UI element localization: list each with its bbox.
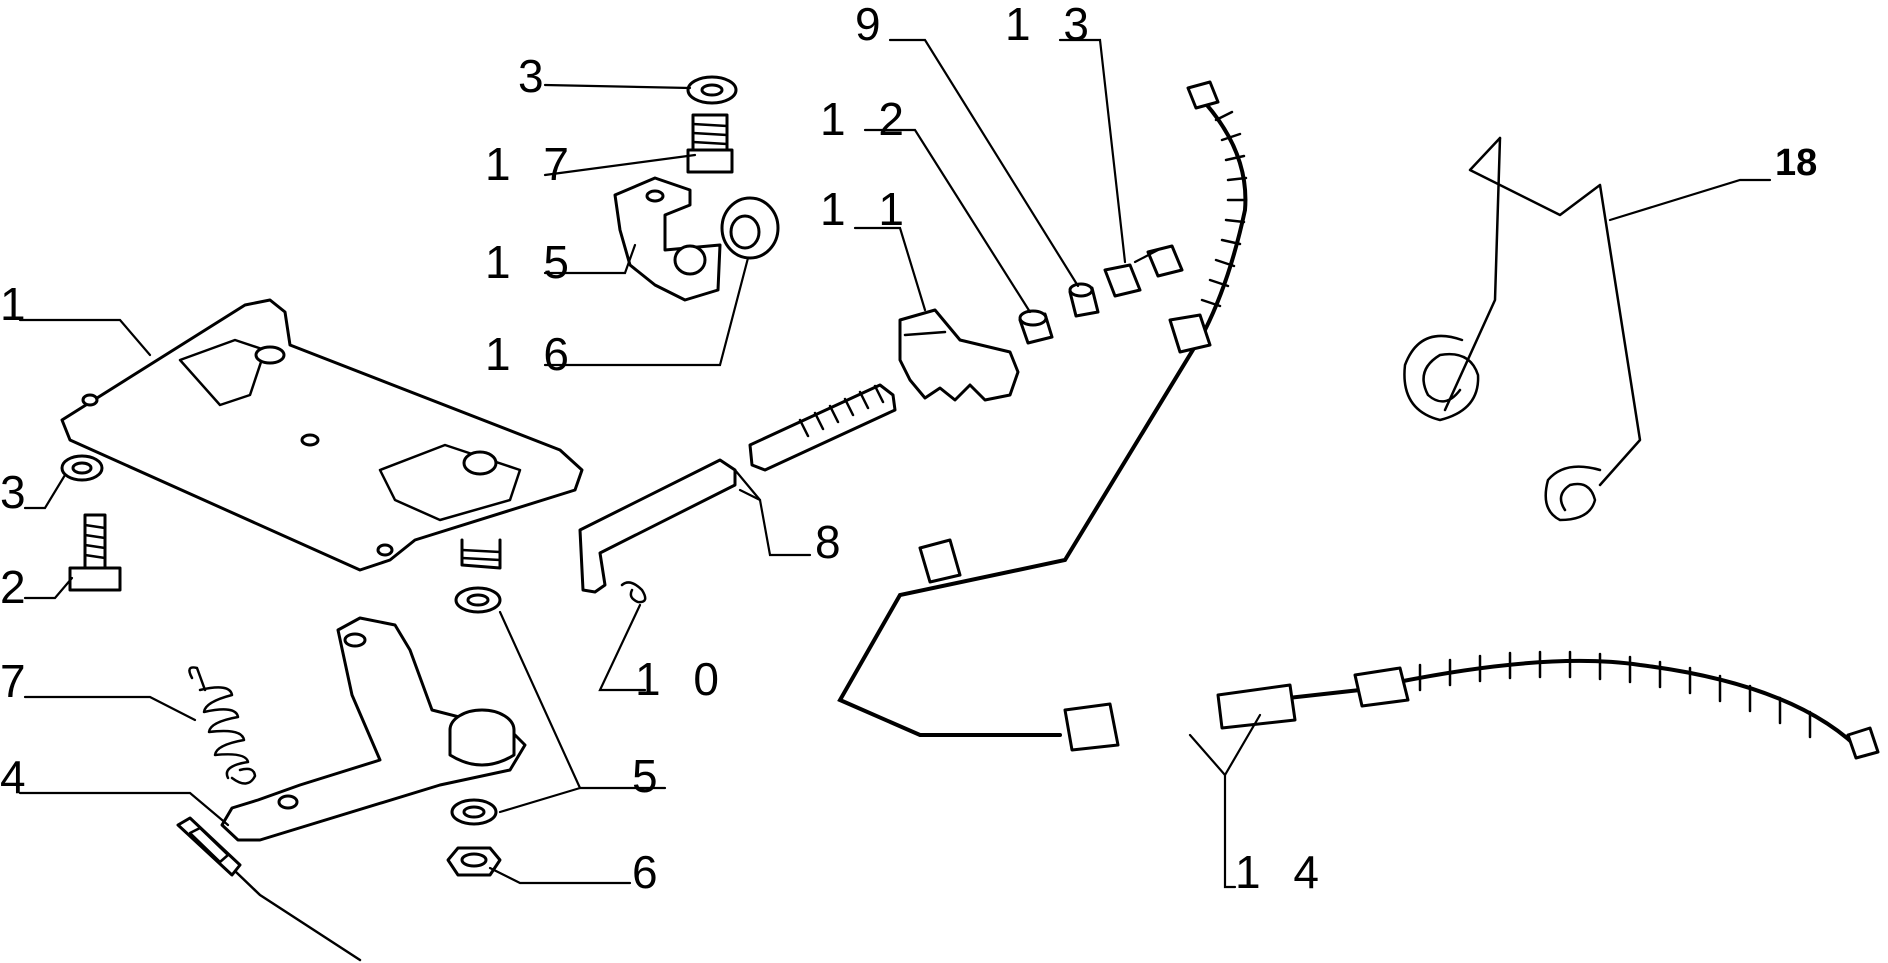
part-4-lever — [220, 616, 527, 842]
callout-18: 18 — [1775, 142, 1817, 184]
part-8-rod-bent — [578, 458, 737, 594]
part-8-rod-threaded — [748, 383, 897, 472]
part-6-nut — [446, 846, 502, 877]
part-17-bolt — [686, 113, 734, 174]
leader-lines — [18, 38, 1772, 889]
part-11-segment — [898, 308, 1020, 402]
part-9-bushing — [1068, 282, 1100, 318]
callout-7: 7 — [0, 655, 36, 707]
callout-10: 1 0 — [635, 653, 729, 705]
callout-17: 1 7 — [485, 138, 579, 190]
part-14-cable-upper — [837, 80, 1248, 752]
cable-end-bottom-left — [176, 816, 362, 962]
part-10-clip — [620, 581, 647, 604]
callout-14: 1 4 — [1235, 846, 1329, 898]
part-3-washer-left — [60, 454, 104, 482]
part-1-mounting-plate — [60, 298, 584, 572]
callout-12: 1 2 — [820, 93, 914, 145]
callout-11: 1 1 — [820, 183, 914, 235]
callout-13: 1 3 — [1005, 0, 1099, 50]
callout-5: 5 — [632, 750, 668, 802]
callout-2: 2 — [0, 561, 36, 613]
callout-15: 1 5 — [485, 236, 579, 288]
part-13-nut — [1103, 244, 1184, 298]
part-3-washer-top — [686, 75, 738, 105]
callout-16: 1 6 — [485, 328, 579, 380]
callouts: 1 3 2 7 4 5 6 8 1 0 3 1 7 1 5 1 6 1 1 1 … — [0, 0, 1817, 898]
part-18-spring-wire — [1403, 136, 1642, 522]
part-5-washer-upper — [454, 586, 502, 614]
part-5-washer-lower — [450, 798, 498, 826]
callout-8: 8 — [815, 516, 851, 568]
part-15-bracket — [613, 176, 722, 302]
callout-1: 1 — [0, 278, 36, 330]
part-7-spring — [188, 666, 257, 785]
part-2-bolt — [68, 513, 122, 592]
part-16-bushing — [720, 196, 780, 260]
callout-9: 9 — [855, 0, 891, 50]
callout-6: 6 — [632, 846, 668, 898]
part-14-cable-lower — [1216, 650, 1880, 760]
part-12-bushing — [1018, 309, 1054, 345]
callout-3-top: 3 — [518, 50, 554, 102]
callout-4: 4 — [0, 751, 36, 803]
callout-3-left: 3 — [0, 466, 36, 518]
